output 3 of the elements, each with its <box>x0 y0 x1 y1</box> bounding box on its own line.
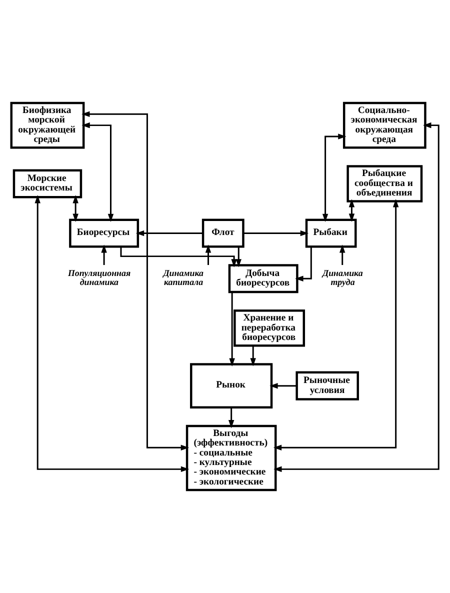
node-text: Популяционная динамика <box>68 268 131 288</box>
node-text: Динамика труда <box>322 268 363 288</box>
node-text: Динамика капитала <box>163 268 204 288</box>
